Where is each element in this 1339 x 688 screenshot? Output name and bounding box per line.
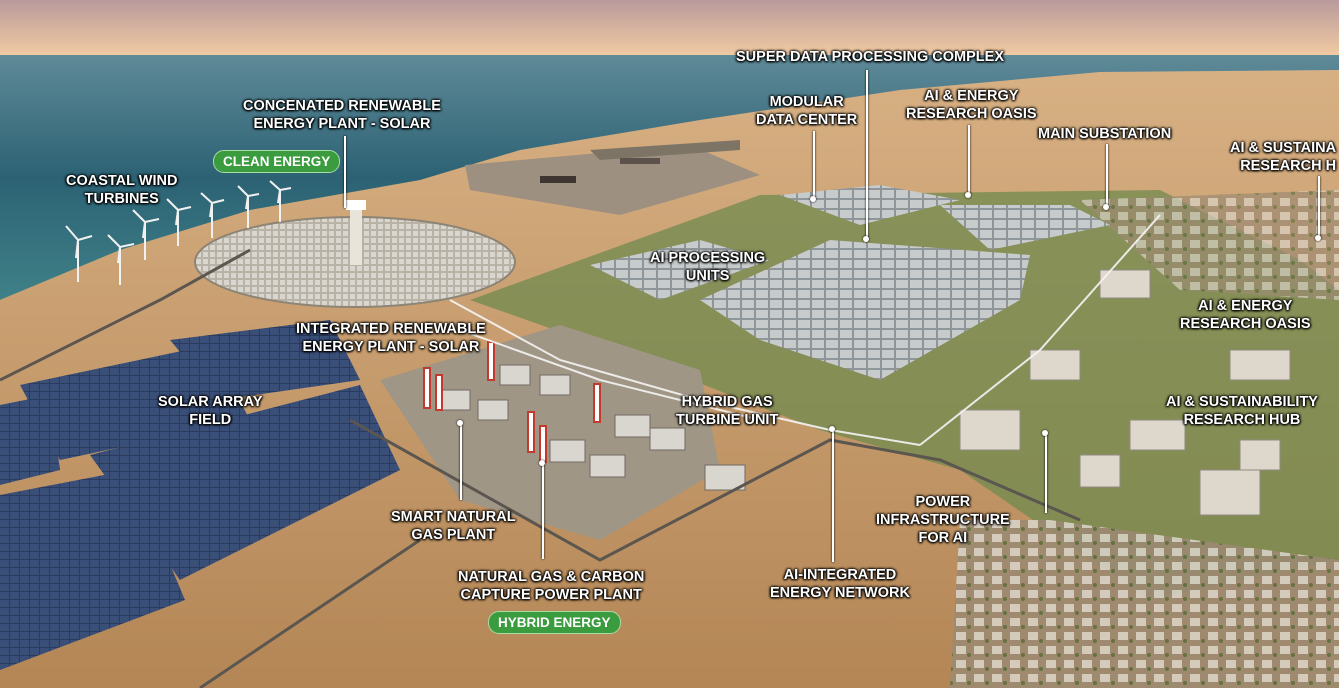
label-ai-energy-research-oasis-right: AI & ENERGY RESEARCH OASIS	[1180, 298, 1311, 332]
leader-ai-energy-oasis-top	[968, 125, 970, 195]
leader-power-infrastructure	[1045, 433, 1047, 513]
leader-dot-modular-data-center	[810, 196, 816, 202]
leader-dot-ai-sustainability-top	[1315, 235, 1321, 241]
label-hybrid-gas-turbine-unit: HYBRID GAS TURBINE UNIT	[676, 394, 779, 428]
label-ai-energy-research-oasis-top: AI & ENERGY RESEARCH OASIS	[906, 88, 1037, 122]
leader-dot-super-data-complex	[863, 236, 869, 242]
label-concentrated-solar-plant: CONCENATED RENEWABLE ENERGY PLANT - SOLA…	[243, 98, 441, 132]
leader-dot-main-substation	[1103, 204, 1109, 210]
leader-modular-data-center	[813, 131, 815, 199]
leader-smart-natural-gas	[460, 424, 462, 500]
leader-dot-ai-energy-oasis-top	[965, 192, 971, 198]
hybrid-energy-badge: HYBRID ENERGY	[488, 611, 621, 634]
label-ai-processing-units: AI PROCESSING UNITS	[650, 250, 766, 284]
label-super-data-processing-complex: SUPER DATA PROCESSING COMPLEX	[736, 49, 1005, 65]
leader-super-data-complex	[866, 70, 868, 240]
label-natural-gas-carbon-capture: NATURAL GAS & CARBON CAPTURE POWER PLANT	[458, 569, 645, 603]
leader-dot-natural-gas-carbon	[539, 460, 545, 466]
leader-dot-ai-integrated-network	[829, 426, 835, 432]
label-ai-sustainability-research-hub: AI & SUSTAINABILITY RESEARCH HUB	[1166, 394, 1318, 428]
label-main-substation: MAIN SUBSTATION	[1038, 126, 1172, 142]
leader-concentrated-solar	[344, 136, 346, 208]
leader-main-substation	[1106, 144, 1108, 208]
leader-ai-integrated-network	[832, 430, 834, 562]
label-ai-integrated-energy-network: AI-INTEGRATED ENERGY NETWORK	[770, 567, 910, 601]
label-integrated-solar-plant: INTEGRATED RENEWABLE ENERGY PLANT - SOLA…	[296, 321, 486, 355]
leader-natural-gas-carbon	[542, 463, 544, 559]
label-modular-data-center: MODULAR DATA CENTER	[756, 94, 858, 128]
leader-dot-smart-natural-gas	[457, 420, 463, 426]
leader-ai-sustainability-top	[1318, 176, 1320, 238]
label-power-infrastructure-for-ai: POWER INFRASTRUCTURE FOR AI	[876, 494, 1010, 546]
label-smart-natural-gas-plant: SMART NATURAL GAS PLANT	[391, 509, 516, 543]
label-ai-sustainability-hub-top: AI & SUSTAINA RESEARCH H	[1230, 140, 1337, 174]
label-coastal-wind-turbines: COASTAL WIND TURBINES	[66, 173, 178, 207]
label-solar-array-field: SOLAR ARRAY FIELD	[158, 394, 263, 428]
leader-dot-power-infrastructure	[1042, 430, 1048, 436]
clean-energy-badge: CLEAN ENERGY	[213, 150, 341, 173]
